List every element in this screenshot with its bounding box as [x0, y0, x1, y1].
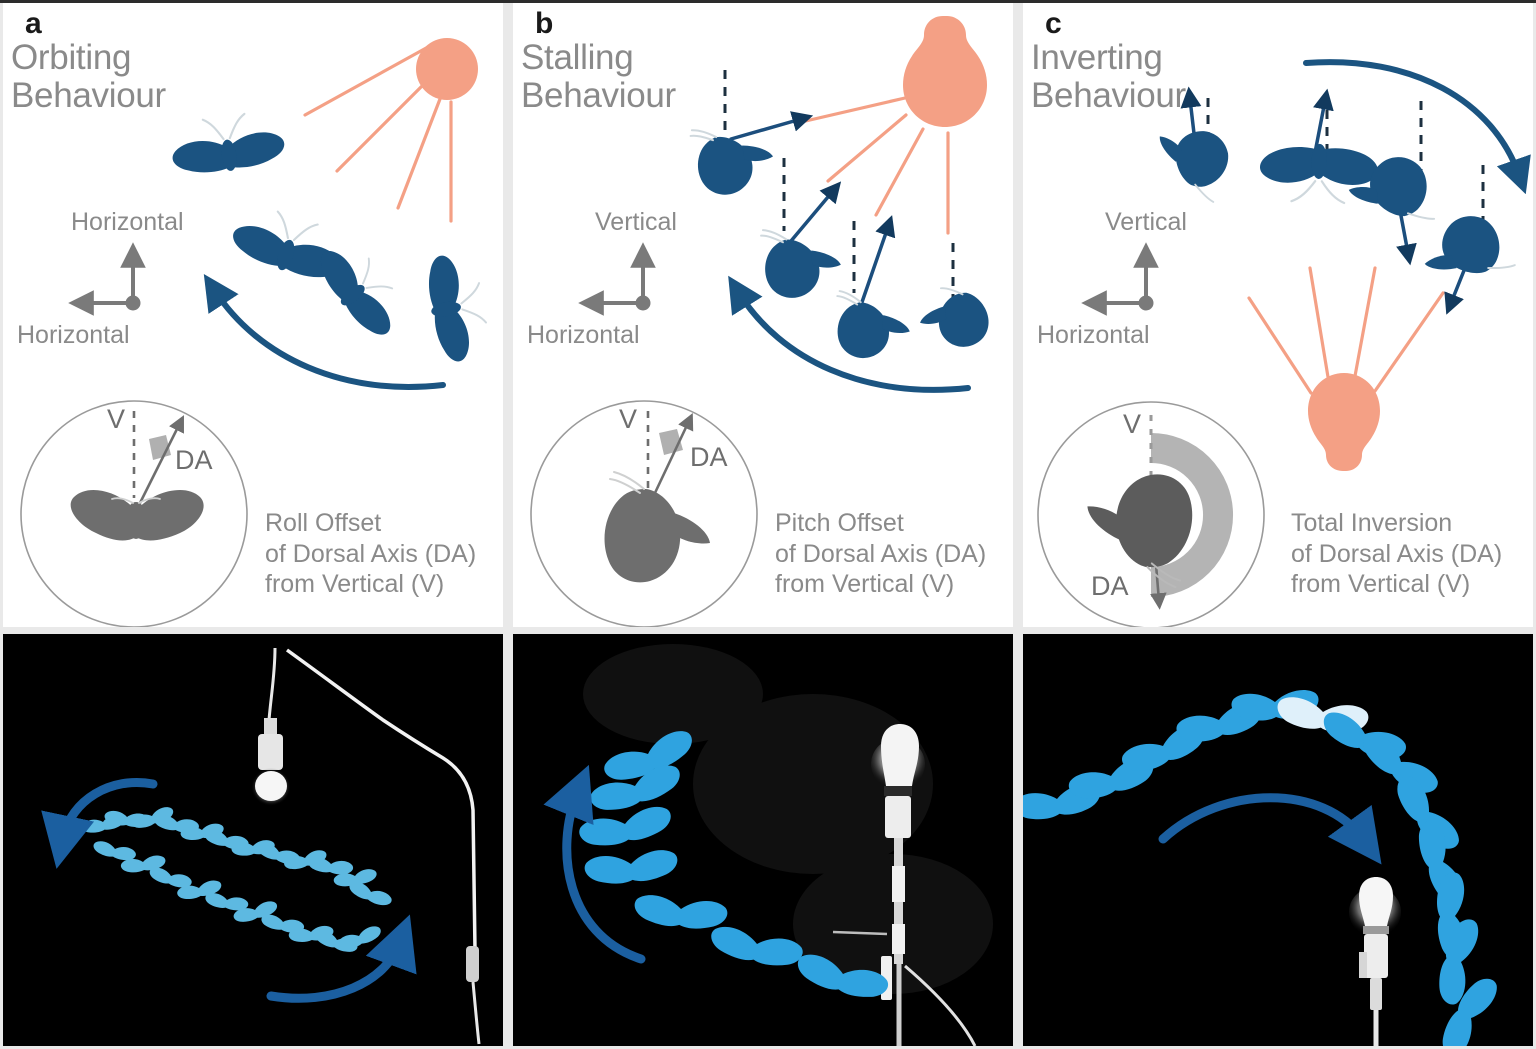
panel-c-graphics: V DA	[1037, 59, 1531, 627]
bulb-on-stand-fixture	[1349, 877, 1401, 1046]
dorsal-axis-arrow	[1180, 86, 1477, 315]
inset-caption-c: Total Inversion of Dorsal Axis (DA) from…	[1291, 509, 1503, 598]
invert-arrow	[1158, 793, 1382, 865]
photo-b-graphics	[513, 634, 1013, 1046]
trajectory-arrow-b	[728, 275, 971, 393]
dorsal-axis-arrow	[729, 111, 896, 307]
inset-diagram-c: V DA	[1037, 401, 1265, 627]
moth-trail-cloud	[81, 807, 392, 952]
moth-trail-dome	[1023, 690, 1497, 1046]
moth-silhouette	[1159, 131, 1516, 274]
photo-panel-a-orbiting	[3, 634, 503, 1046]
axis-indicator-a	[68, 242, 146, 316]
orbit-arrow-left	[41, 778, 158, 869]
axis-horizontal-label-c: Horizontal	[1037, 321, 1150, 349]
panel-b-graphics: V DA	[530, 16, 989, 627]
axis-indicator-c	[1081, 242, 1159, 316]
trajectory-arrow-a	[203, 273, 446, 390]
trajectory-arrow-c	[1303, 59, 1531, 195]
inset-da-label-a: DA	[175, 445, 213, 475]
axis-horizontal-label-a: Horizontal	[17, 321, 130, 349]
panel-title-b: Stalling Behaviour	[521, 38, 676, 115]
axis-vertical-label-c: Vertical	[1105, 208, 1187, 236]
inset-caption-b: Pitch Offset of Dorsal Axis (DA) from Ve…	[775, 509, 987, 598]
inset-diagram-b: V DA	[530, 400, 758, 627]
panel-a-graphics: V DA	[20, 38, 488, 627]
inset-caption-a: Roll Offset of Dorsal Axis (DA) from Ver…	[265, 509, 477, 598]
panel-a-orbiting: a Orbiting Behaviour Horizontal Horizont…	[3, 3, 503, 627]
vertical-reference-line	[723, 70, 955, 303]
inset-diagram-a: V DA	[20, 400, 248, 627]
photo-panel-c-inverting	[1023, 634, 1533, 1046]
panel-letter-c: c	[1045, 7, 1062, 40]
moth-silhouette	[172, 112, 488, 362]
panel-title-c: Inverting Behaviour	[1031, 38, 1186, 115]
panel-letter-a: a	[25, 7, 42, 40]
inset-da-label-c: DA	[1091, 571, 1129, 601]
panel-c-inverting: c Inverting Behaviour Vertical Horizonta…	[1023, 3, 1533, 627]
inset-vertical-label-b: V	[619, 404, 637, 434]
orbit-arrow-right	[266, 914, 417, 1003]
inset-vertical-label-c: V	[1123, 409, 1141, 439]
panel-title-a: Orbiting Behaviour	[11, 38, 166, 115]
inset-da-label-b: DA	[690, 442, 728, 472]
photo-c-graphics	[1023, 634, 1533, 1046]
axis-indicator-b	[578, 242, 656, 316]
top-rule	[0, 0, 1536, 3]
axis-horizontal-label-b: Horizontal	[527, 321, 640, 349]
moth-trail-sequence	[579, 731, 888, 997]
foliage-texture	[583, 644, 993, 994]
photo-a-graphics	[3, 634, 503, 1046]
hanging-bulb-fixture	[251, 647, 481, 1045]
light-source-bulb-c	[1247, 266, 1445, 471]
photo-panel-b-stalling	[513, 634, 1013, 1046]
axis-vertical-label-a: Horizontal	[71, 208, 184, 236]
light-source-bulb-b	[795, 16, 987, 235]
bulb-on-stand-fixture	[832, 724, 977, 1046]
axis-vertical-label-b: Vertical	[595, 208, 677, 236]
inset-vertical-label-a: V	[107, 404, 125, 434]
panel-letter-b: b	[535, 7, 554, 40]
stall-arrow	[543, 764, 646, 964]
moth-silhouette	[689, 129, 989, 359]
panel-b-stalling: b Stalling Behaviour Vertical Horizontal…	[513, 3, 1013, 627]
light-source-sun-a	[303, 38, 478, 223]
